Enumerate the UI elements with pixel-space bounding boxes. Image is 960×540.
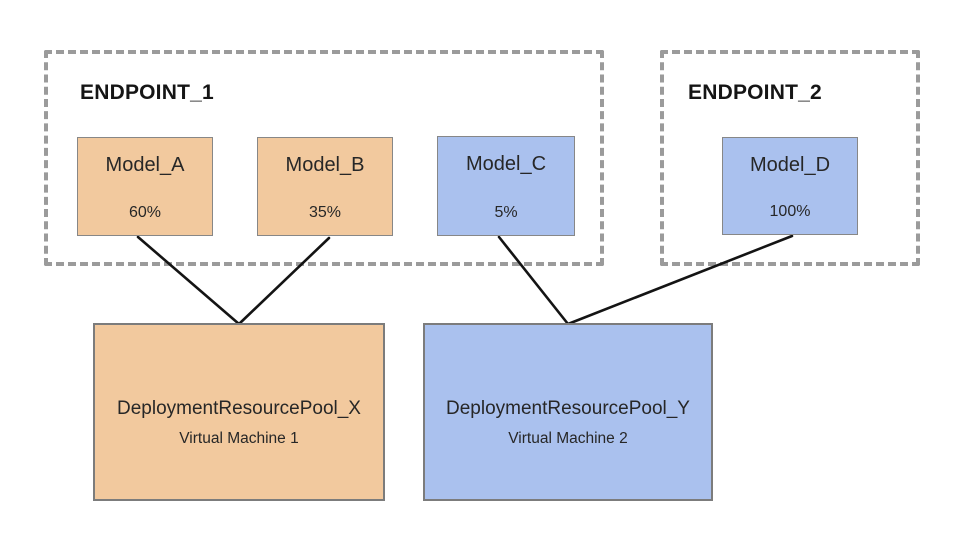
model-d-name: Model_D [749, 154, 831, 176]
deployment-resource-pool-x-box: DeploymentResourcePool_X Virtual Machine… [93, 323, 385, 501]
endpoint-1-container: ENDPOINT_1 [44, 50, 604, 266]
endpoint-1-label: ENDPOINT_1 [80, 81, 214, 104]
model-a-box: Model_A 60% [77, 137, 213, 236]
endpoint-2-label: ENDPOINT_2 [688, 81, 822, 104]
pool-x-machine-label: Virtual Machine 1 [179, 430, 299, 447]
connector-Model_C-to-DeploymentResourcePool_Y [497, 235, 570, 326]
model-b-box: Model_B 35% [257, 137, 393, 236]
model-b-name: Model_B [285, 154, 365, 176]
model-d-traffic-percent: 100% [769, 203, 811, 220]
model-c-name: Model_C [465, 153, 547, 175]
deployment-resource-pool-y-box: DeploymentResourcePool_Y Virtual Machine… [423, 323, 713, 501]
model-c-traffic-percent: 5% [494, 204, 518, 221]
model-a-name: Model_A [105, 154, 185, 176]
connector-Model_B-to-DeploymentResourcePool_X [237, 236, 331, 326]
pool-y-name: DeploymentResourcePool_Y [446, 398, 690, 419]
pool-y-machine-label: Virtual Machine 2 [508, 430, 628, 447]
model-c-box: Model_C 5% [437, 136, 575, 236]
model-d-box: Model_D 100% [722, 137, 858, 235]
model-a-traffic-percent: 60% [128, 204, 162, 221]
connector-Model_A-to-DeploymentResourcePool_X [136, 235, 241, 326]
pool-x-name: DeploymentResourcePool_X [117, 398, 361, 419]
connector-Model_D-to-DeploymentResourcePool_Y [566, 234, 794, 326]
model-b-traffic-percent: 35% [308, 204, 342, 221]
endpoint-2-container: ENDPOINT_2 [660, 50, 920, 266]
